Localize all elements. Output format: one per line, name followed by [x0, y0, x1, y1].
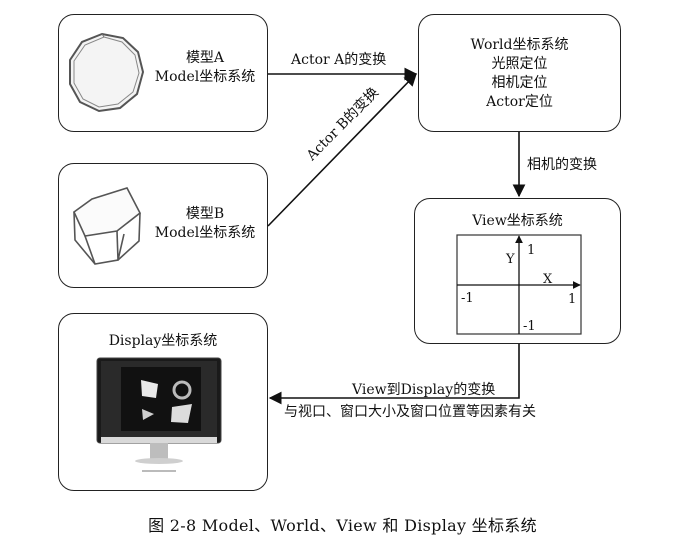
view-to-display-label: View到Display的变换 — [352, 382, 496, 398]
actor-a-transform-label: Actor A的变换 — [291, 52, 387, 68]
hexagonal-prism-icon — [72, 187, 142, 265]
display-title: Display坐标系统 — [108, 333, 218, 349]
figure-caption: 图 2-8 Model、World、View 和 Display 坐标系统 — [148, 516, 537, 535]
model-b-label: 模型B Model坐标系统 — [150, 205, 260, 243]
actor-b-arrow — [267, 73, 417, 227]
view-axis-x: X — [543, 272, 553, 287]
camera-transform-label: 相机的变换 — [527, 157, 597, 173]
view-tick-left: -1 — [461, 291, 474, 306]
view-axis-y: Y — [506, 252, 515, 267]
polyhedron-sphere-icon — [69, 32, 145, 113]
world-item: 光照定位 — [491, 56, 548, 72]
view-to-display-note: 与视口、窗口大小及窗口位置等因素有关 — [284, 404, 536, 420]
model-b-line2: Model坐标系统 — [154, 225, 256, 241]
view-tick-right: 1 — [568, 292, 577, 307]
world-title: World坐标系统 — [470, 37, 569, 53]
model-a-line2: Model坐标系统 — [154, 69, 256, 85]
world-item: 相机定位 — [491, 75, 548, 91]
model-a-line1: 模型A — [185, 50, 225, 66]
view-title: View坐标系统 — [472, 213, 563, 229]
world-item: Actor定位 — [486, 94, 553, 110]
world-label: World坐标系统 光照定位 相机定位 Actor定位 — [418, 36, 621, 112]
model-a-label: 模型A Model坐标系统 — [150, 49, 260, 87]
view-tick-bottom: -1 — [523, 319, 536, 334]
world-box — [418, 14, 621, 132]
view-coordinate-plane — [456, 234, 582, 335]
view-to-display-arrow — [268, 344, 520, 405]
monitor-icon — [96, 357, 222, 472]
model-b-line1: 模型B — [185, 206, 225, 222]
view-tick-top: 1 — [527, 243, 536, 258]
